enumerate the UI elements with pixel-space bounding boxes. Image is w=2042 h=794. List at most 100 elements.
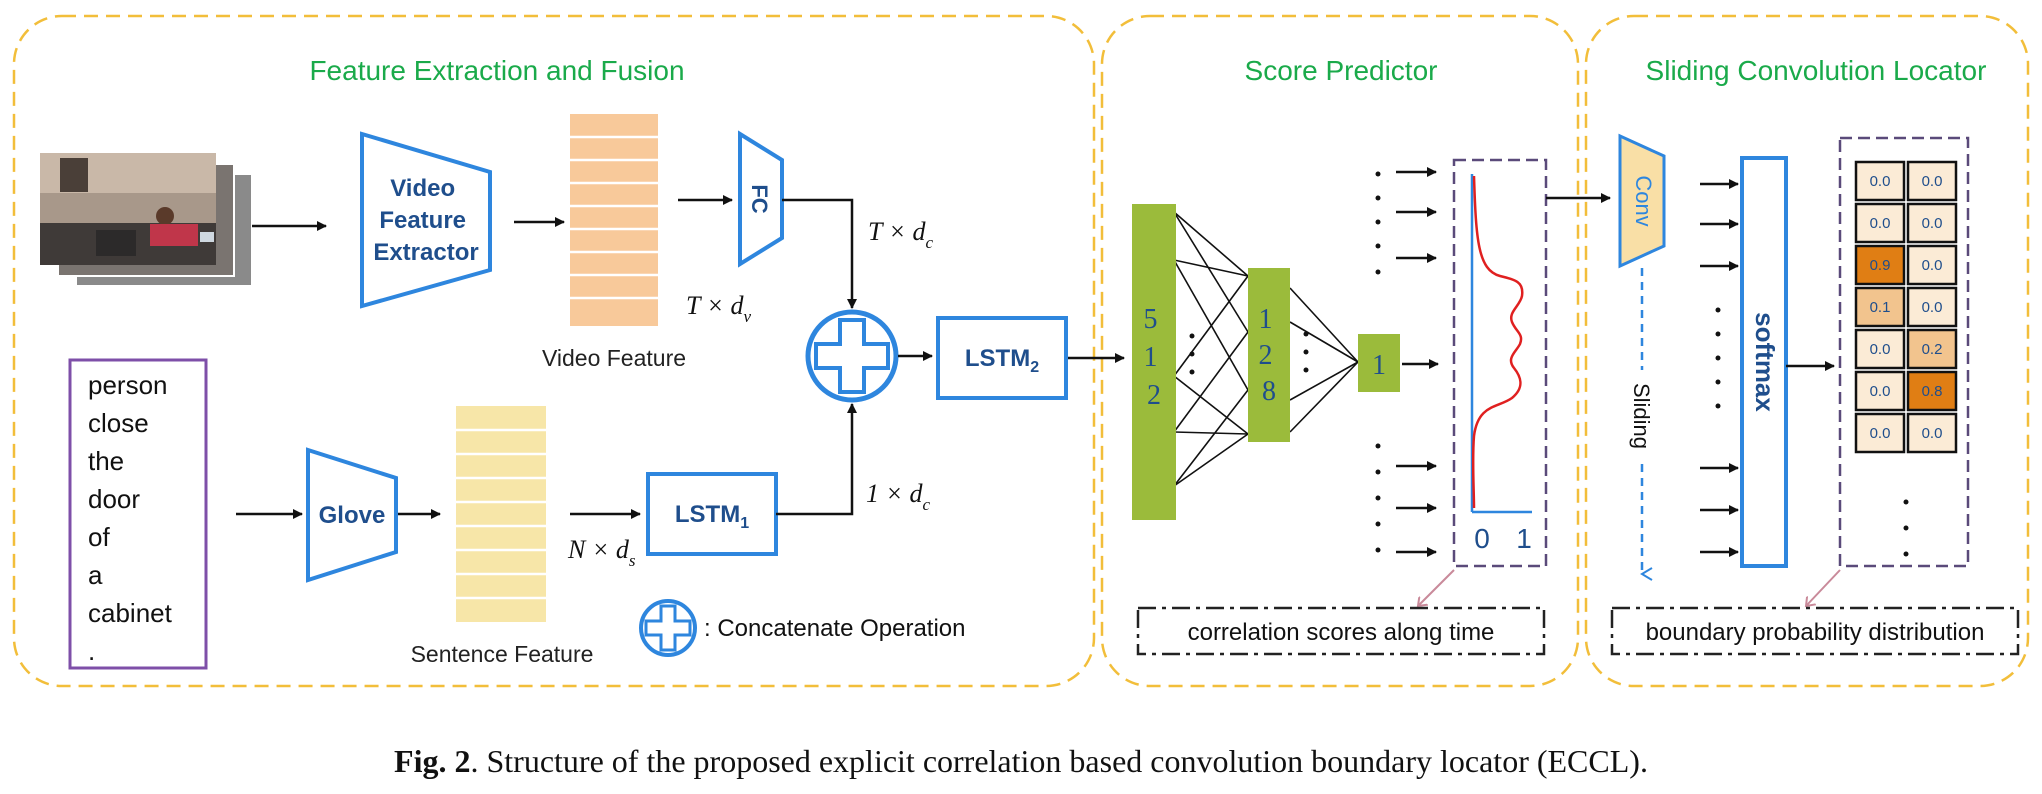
- lstm1-label: LSTM1: [675, 501, 749, 532]
- sentence-word: close: [88, 408, 149, 438]
- panel-title-locator: Sliding Convolution Locator: [1646, 55, 1987, 86]
- probability-cell: [1854, 286, 1906, 328]
- video-feature-dim: T × dv: [686, 291, 752, 326]
- panel-title-fusion: Feature Extraction and Fusion: [309, 55, 684, 86]
- pointer-scores-to-caption: [1418, 569, 1455, 606]
- mlp-layer-1: 1: [1358, 334, 1400, 392]
- probability-value: 0.8: [1922, 383, 1943, 400]
- figure-caption: Fig. 2. Structure of the proposed explic…: [394, 743, 1648, 779]
- mlp-connections: [1173, 211, 1359, 487]
- probability-value: 0.0: [1870, 425, 1891, 442]
- locator-timestep-arrows: [1700, 179, 1739, 557]
- svg-text:5 1 2: 5 1 2: [1144, 304, 1165, 411]
- extractor-line-2: Feature: [379, 207, 466, 234]
- sentence-word: door: [88, 484, 140, 514]
- svg-text:Video Feature Extr: Video Feature Extractor: [373, 175, 478, 266]
- lstm2-label: LSTM2: [965, 345, 1039, 376]
- probability-cell: [1854, 328, 1906, 370]
- score-caption: correlation scores along time: [1188, 619, 1495, 646]
- probability-value: 0.0: [1870, 215, 1891, 232]
- probability-cell: [1854, 370, 1906, 412]
- score-caption-box: [1136, 606, 1546, 656]
- probability-cell: [1854, 160, 1906, 202]
- sliding-label: Sliding: [1629, 383, 1654, 449]
- pointer-grid-to-caption: [1806, 569, 1841, 606]
- probability-dots: [1903, 499, 1909, 557]
- fc-label: FC: [747, 184, 772, 213]
- probability-cell: [1854, 244, 1906, 286]
- probability-cell: [1854, 412, 1906, 454]
- probability-value: 0.0: [1922, 257, 1943, 274]
- probability-cell: [1906, 160, 1958, 202]
- probability-cell: [1906, 328, 1958, 370]
- probability-value: 0.0: [1870, 173, 1891, 190]
- panel-feature-extraction: [12, 14, 1096, 688]
- figure-caption-label: Fig. 2: [394, 743, 470, 779]
- video-frames-icon: [40, 153, 253, 287]
- panel-title-score: Score Predictor: [1245, 55, 1438, 86]
- lstm1-block: LSTM1: [646, 472, 778, 556]
- score-plot-box: [1452, 158, 1548, 568]
- concat-legend-label: : Concatenate Operation: [704, 615, 966, 642]
- figure-caption-text: . Structure of the proposed explicit cor…: [470, 743, 1647, 779]
- probability-cell: [1906, 244, 1958, 286]
- layer-512-digit: 2: [1147, 380, 1161, 411]
- softmax-block: softmax: [1740, 156, 1788, 568]
- sentence-box: [68, 358, 208, 670]
- lstm2-block: LSTM2: [936, 316, 1068, 400]
- probability-cell: [1906, 286, 1958, 328]
- glove-label: Glove: [319, 502, 386, 529]
- locator-caption: boundary probability distribution: [1646, 619, 1985, 646]
- video-feature-extractor: Video Feature Extractor: [360, 131, 492, 309]
- mlp-layer-128: 1 2 8: [1248, 268, 1290, 442]
- probability-value: 0.0: [1922, 173, 1943, 190]
- probability-cell: [1906, 412, 1958, 454]
- panel-score-predictor: [1100, 14, 1580, 688]
- sentence-word: person: [88, 370, 168, 400]
- layer-128-digit: 1: [1259, 304, 1273, 335]
- probability-value: 0.1: [1870, 299, 1891, 316]
- glove-embedding: Glove: [306, 447, 398, 583]
- probability-value: 0.0: [1922, 299, 1943, 316]
- sentence-word: of: [88, 522, 110, 552]
- arrow-fc-to-concat: [782, 198, 857, 309]
- sentence-word: the: [88, 446, 124, 476]
- layer-512-digit: 5: [1144, 304, 1158, 335]
- video-feature-label: Video Feature: [542, 345, 686, 371]
- svg-text:1 2 8: 1 2 8: [1259, 304, 1280, 407]
- panel-sliding-locator: [1584, 14, 2030, 688]
- layer-512-digit: 1: [1144, 342, 1158, 373]
- locator-caption-box: [1610, 606, 2020, 656]
- sliding-label-bg: [1628, 370, 1658, 462]
- score-plot-axes: [1470, 174, 1532, 514]
- score-axis-tick: 1: [1516, 523, 1532, 554]
- probability-value: 0.0: [1922, 215, 1943, 232]
- conv-label: Conv: [1631, 175, 1656, 226]
- probability-value: 0.0: [1870, 383, 1891, 400]
- probability-cell: [1906, 202, 1958, 244]
- score-timestep-arrows: [1375, 167, 1437, 557]
- sentence-feature-stack: [456, 406, 546, 622]
- probability-value: 0.2: [1922, 341, 1943, 358]
- layer-128-digit: 2: [1259, 340, 1273, 371]
- mlp-layer-512: 5 1 2: [1132, 204, 1176, 520]
- softmax-label: softmax: [1750, 312, 1780, 412]
- sentence-word: cabinet: [88, 598, 173, 628]
- correlation-score-curve: [1471, 175, 1524, 509]
- probability-value: 0.0: [1870, 341, 1891, 358]
- layer-128-digit: 8: [1262, 376, 1276, 407]
- probability-cell: [1854, 202, 1906, 244]
- extractor-line-3: Extractor: [373, 239, 478, 266]
- layer-1-digit: 1: [1372, 350, 1386, 381]
- fc-dim: T × dc: [868, 217, 934, 252]
- sentence-feature-dim: N × ds: [567, 535, 636, 570]
- conv-layer: Conv: [1618, 133, 1666, 269]
- probability-value: 0.9: [1870, 257, 1891, 274]
- mlp-dots: [1189, 331, 1309, 375]
- arrow-lstm1-to-concat: [776, 403, 857, 516]
- sentence-feature-label: Sentence Feature: [411, 641, 594, 667]
- concat-legend-icon: [639, 599, 697, 657]
- sentence-word: a: [88, 560, 103, 590]
